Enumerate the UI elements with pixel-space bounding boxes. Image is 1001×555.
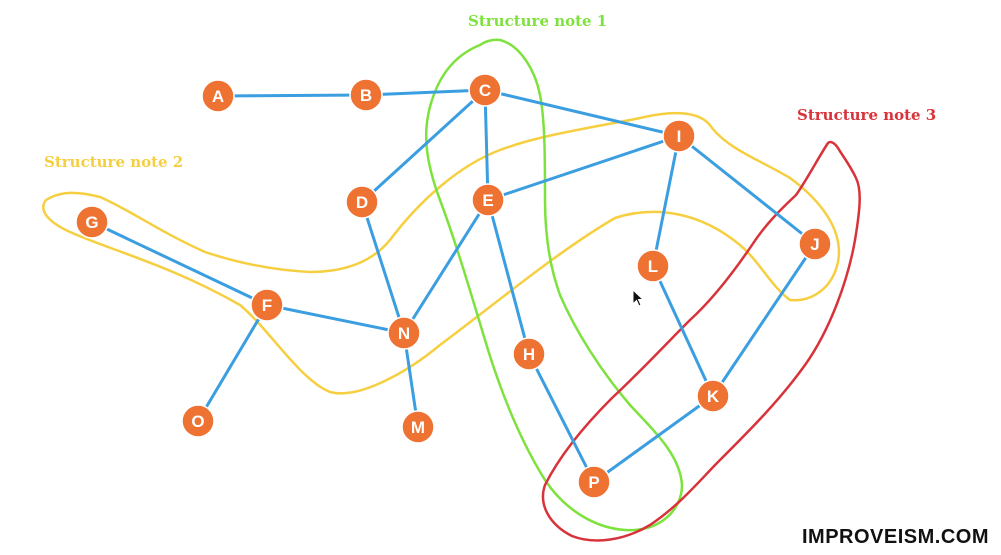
node-label: K <box>707 387 720 406</box>
edge-L-K <box>651 264 715 398</box>
graph-nodes: A B C D E F G H I J K L M N O P <box>75 73 832 499</box>
edge-I-L <box>651 134 681 268</box>
node-label: G <box>85 213 98 232</box>
structure-note-3-outline <box>541 140 861 542</box>
graph-edges <box>90 88 817 484</box>
structure-note-1-outline <box>424 38 684 532</box>
node-circle <box>387 316 421 350</box>
node-label: B <box>360 86 372 105</box>
node-circle <box>696 379 730 413</box>
node-circle <box>636 249 670 283</box>
structure-note-outlines <box>42 38 861 542</box>
structure-note-2-label: Structure note 2 <box>44 153 183 171</box>
mouse-pointer-icon <box>632 288 645 307</box>
edge-B-C <box>364 88 487 97</box>
node-C: C <box>468 73 502 107</box>
node-circle <box>349 78 383 112</box>
edge-C-I <box>483 88 681 138</box>
node-D: D <box>345 185 379 219</box>
edge-C-E <box>483 88 490 202</box>
node-label: E <box>482 191 493 210</box>
node-O: O <box>181 404 215 438</box>
edge-D-N <box>360 200 406 335</box>
node-label: N <box>398 324 410 343</box>
edge-G-F <box>90 220 269 307</box>
node-P: P <box>577 465 611 499</box>
node-K: K <box>696 379 730 413</box>
node-label: O <box>191 412 204 431</box>
edge-F-N <box>265 303 406 335</box>
node-label: L <box>648 257 658 276</box>
node-F: F <box>250 288 284 322</box>
edge-J-K <box>711 242 817 398</box>
brand-watermark: IMPROVEISM.COM <box>801 526 989 548</box>
node-G: G <box>75 205 109 239</box>
node-E: E <box>471 183 505 217</box>
edge-E-H <box>486 198 531 356</box>
node-circle <box>798 227 832 261</box>
node-N: N <box>387 316 421 350</box>
node-I: I <box>662 119 696 153</box>
node-circle <box>345 185 379 219</box>
node-circle <box>181 404 215 438</box>
node-circle <box>577 465 611 499</box>
node-M: M <box>401 410 435 444</box>
edge-E-I <box>486 134 681 202</box>
structure-note-3-label: Structure note 3 <box>797 106 936 124</box>
node-circle <box>512 337 546 371</box>
node-label: J <box>810 235 819 254</box>
edge-C-D <box>360 88 487 204</box>
node-circle <box>75 205 109 239</box>
edge-H-P <box>527 352 596 484</box>
edge-E-N <box>402 198 490 335</box>
structure-note-1-label: Structure note 1 <box>468 12 607 30</box>
node-label: D <box>356 193 368 212</box>
node-label: I <box>677 127 682 146</box>
node-circle <box>250 288 284 322</box>
node-circle <box>201 79 235 113</box>
node-label: P <box>588 473 599 492</box>
node-label: F <box>262 296 272 315</box>
edge-A-B <box>216 93 368 98</box>
structure-note-labels: Structure note 1 Structure note 2 Struct… <box>44 12 936 171</box>
node-label: A <box>212 87 224 106</box>
edge-K-P <box>592 394 715 484</box>
structure-note-2-outline <box>42 111 841 395</box>
node-label: C <box>479 81 491 100</box>
edge-I-J <box>677 134 817 246</box>
node-B: B <box>349 78 383 112</box>
node-circle <box>662 119 696 153</box>
node-label: M <box>411 418 425 437</box>
edge-F-O <box>196 303 269 423</box>
node-A: A <box>201 79 235 113</box>
node-label: H <box>523 345 535 364</box>
node-L: L <box>636 249 670 283</box>
node-circle <box>471 183 505 217</box>
node-circle <box>468 73 502 107</box>
node-H: H <box>512 337 546 371</box>
node-circle <box>401 410 435 444</box>
node-J: J <box>798 227 832 261</box>
